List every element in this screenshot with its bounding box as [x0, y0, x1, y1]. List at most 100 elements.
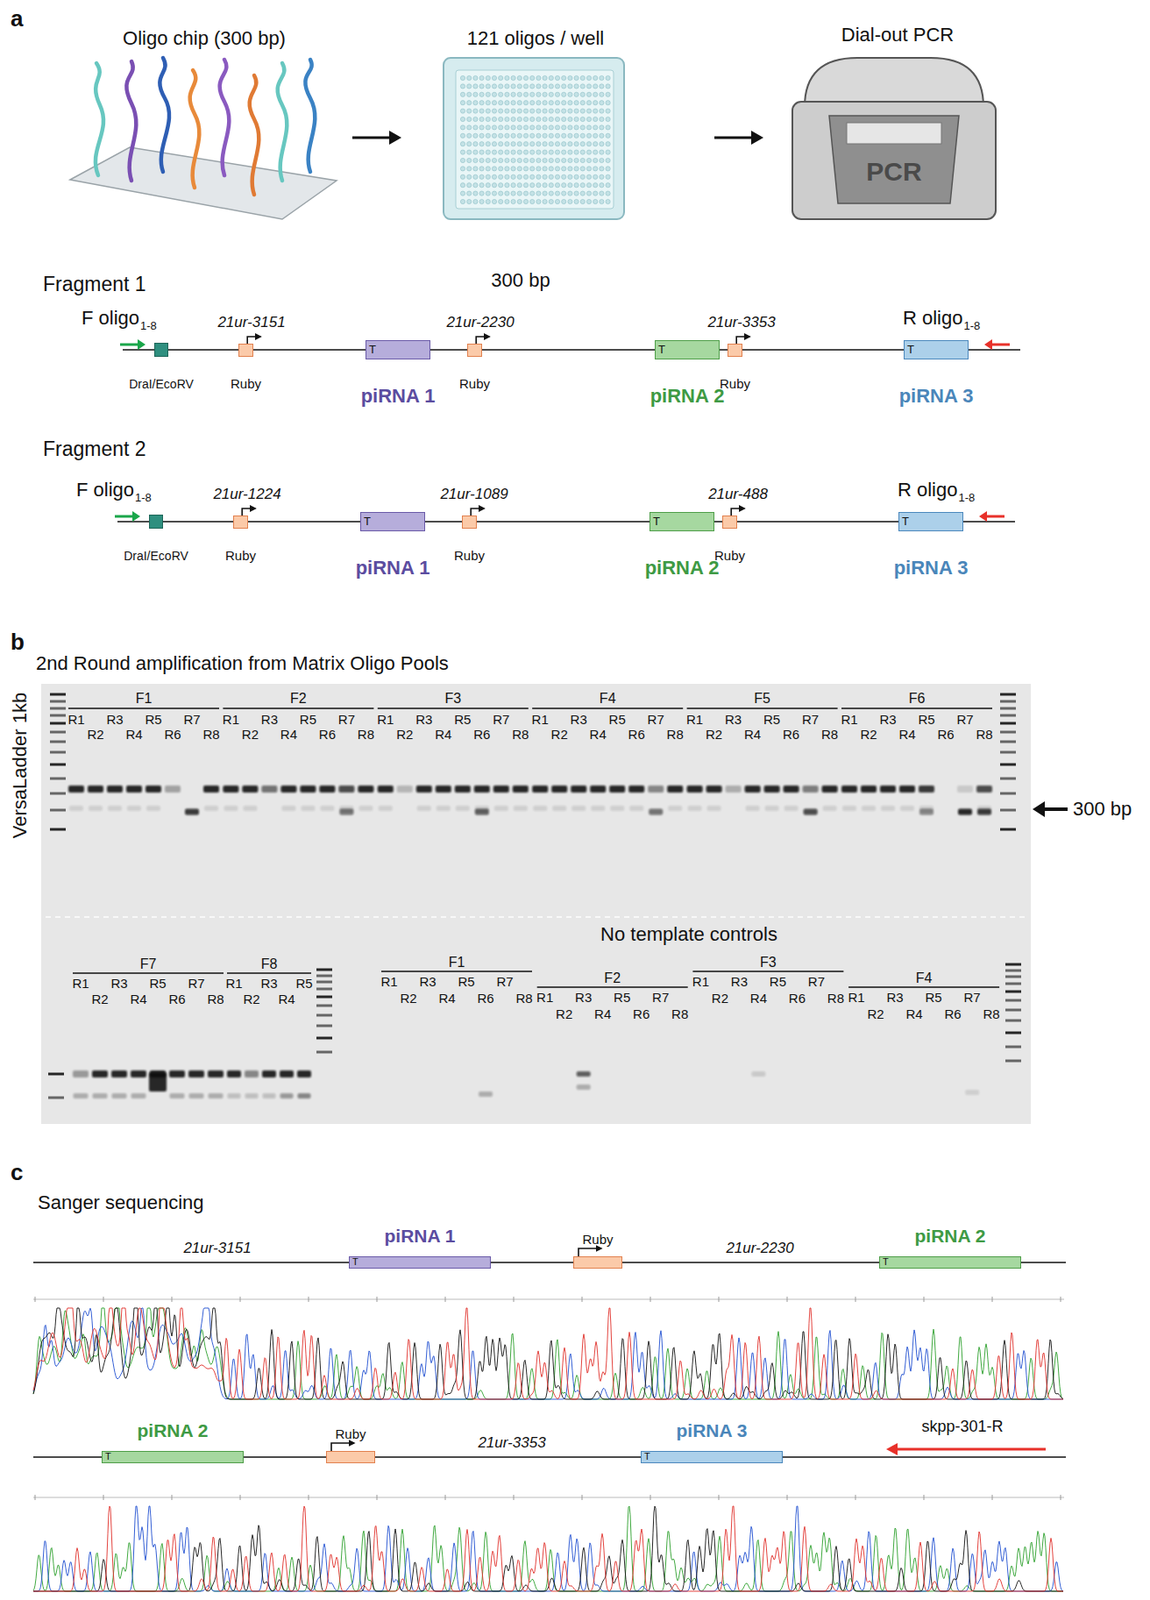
gel-band	[338, 785, 355, 793]
gel-band	[241, 785, 258, 793]
trace-tick	[171, 1296, 173, 1302]
lane-label: R3	[570, 711, 588, 727]
lane-label: R5	[769, 973, 787, 989]
gel-band	[455, 805, 470, 811]
well	[593, 157, 598, 163]
gel-band	[189, 1093, 205, 1099]
primer-subscript: 1-8	[140, 319, 157, 334]
lane-label: R6	[476, 990, 494, 1006]
well	[498, 84, 504, 89]
gel-band	[169, 1070, 185, 1078]
gel-band	[223, 805, 238, 811]
well	[460, 198, 465, 204]
well	[574, 149, 579, 155]
well	[523, 116, 528, 121]
well	[511, 174, 516, 179]
gel-band	[688, 805, 703, 811]
well	[599, 183, 604, 188]
ladder-band	[49, 722, 66, 725]
well	[574, 92, 579, 97]
length-label: 300 bp	[490, 269, 550, 292]
lane-label: R8	[983, 1006, 1001, 1022]
well	[473, 75, 478, 80]
pirna-box: piRNA 3T	[640, 1450, 783, 1463]
lane-label: R5	[613, 989, 631, 1005]
well	[467, 166, 472, 171]
glass-slide	[70, 147, 337, 220]
gel-band	[745, 805, 760, 811]
group-label: F2	[603, 970, 621, 987]
promoter-arrow	[736, 336, 750, 344]
well	[554, 100, 560, 106]
well	[473, 84, 478, 89]
gel-band	[957, 785, 973, 793]
well	[580, 75, 585, 80]
well	[548, 157, 554, 163]
gel-band	[628, 785, 645, 793]
primer-label: F oligo	[81, 306, 140, 329]
fragment-title: Fragment 2	[42, 437, 147, 461]
lane-label: R5	[299, 711, 317, 727]
gel-band	[880, 805, 895, 811]
strand-mark: T	[650, 512, 714, 530]
gel-band	[976, 785, 993, 793]
well	[542, 183, 547, 188]
well	[523, 92, 528, 97]
gel-band	[958, 809, 973, 816]
lane-label: R8	[827, 990, 845, 1006]
box-label: piRNA 1	[355, 556, 431, 579]
well	[605, 108, 611, 114]
well	[511, 75, 516, 80]
well	[479, 84, 484, 89]
well	[460, 183, 465, 188]
well	[498, 141, 504, 147]
well	[485, 133, 490, 138]
well	[567, 92, 573, 97]
lane-label: R7	[338, 711, 355, 727]
well	[574, 125, 579, 130]
lane-label: R2	[86, 726, 104, 742]
ladder-band	[1005, 1059, 1022, 1063]
well	[511, 133, 516, 138]
well	[517, 198, 522, 204]
well	[504, 100, 510, 106]
gel-band	[397, 785, 413, 793]
gel-band	[842, 805, 857, 811]
well	[504, 108, 510, 114]
well	[567, 157, 573, 163]
well	[574, 108, 579, 114]
well	[473, 116, 478, 121]
lane-label: R3	[724, 711, 742, 727]
gel-band	[494, 805, 509, 811]
panel-letter: a	[10, 6, 23, 33]
well	[536, 116, 541, 121]
well	[511, 84, 516, 89]
lane-label: R5	[144, 711, 162, 727]
well	[491, 191, 497, 196]
well	[498, 125, 504, 130]
gel-band	[106, 785, 123, 793]
group-label: F4	[915, 970, 933, 987]
promoter-label: 21ur-2230	[446, 313, 514, 332]
well	[599, 166, 604, 171]
ladder-band	[1005, 999, 1022, 1002]
gel-band	[72, 1070, 89, 1078]
well	[548, 108, 554, 114]
well	[523, 183, 528, 188]
well	[599, 191, 604, 196]
gel-band	[841, 785, 858, 793]
well	[479, 166, 484, 171]
well	[467, 100, 472, 106]
well	[599, 141, 604, 147]
promoter-label: 21ur-3151	[217, 313, 285, 332]
ladder-band	[49, 763, 66, 767]
pirna-box: TpiRNA 1	[360, 511, 426, 532]
lane-label: R6	[319, 726, 336, 742]
ladder-band	[1000, 714, 1016, 717]
trace-ruler	[33, 1497, 1065, 1498]
pirna-box: piRNA 2T	[879, 1256, 1022, 1269]
gel-band	[208, 1093, 224, 1099]
well	[460, 100, 465, 106]
gel-band	[68, 785, 85, 793]
well	[460, 149, 465, 155]
